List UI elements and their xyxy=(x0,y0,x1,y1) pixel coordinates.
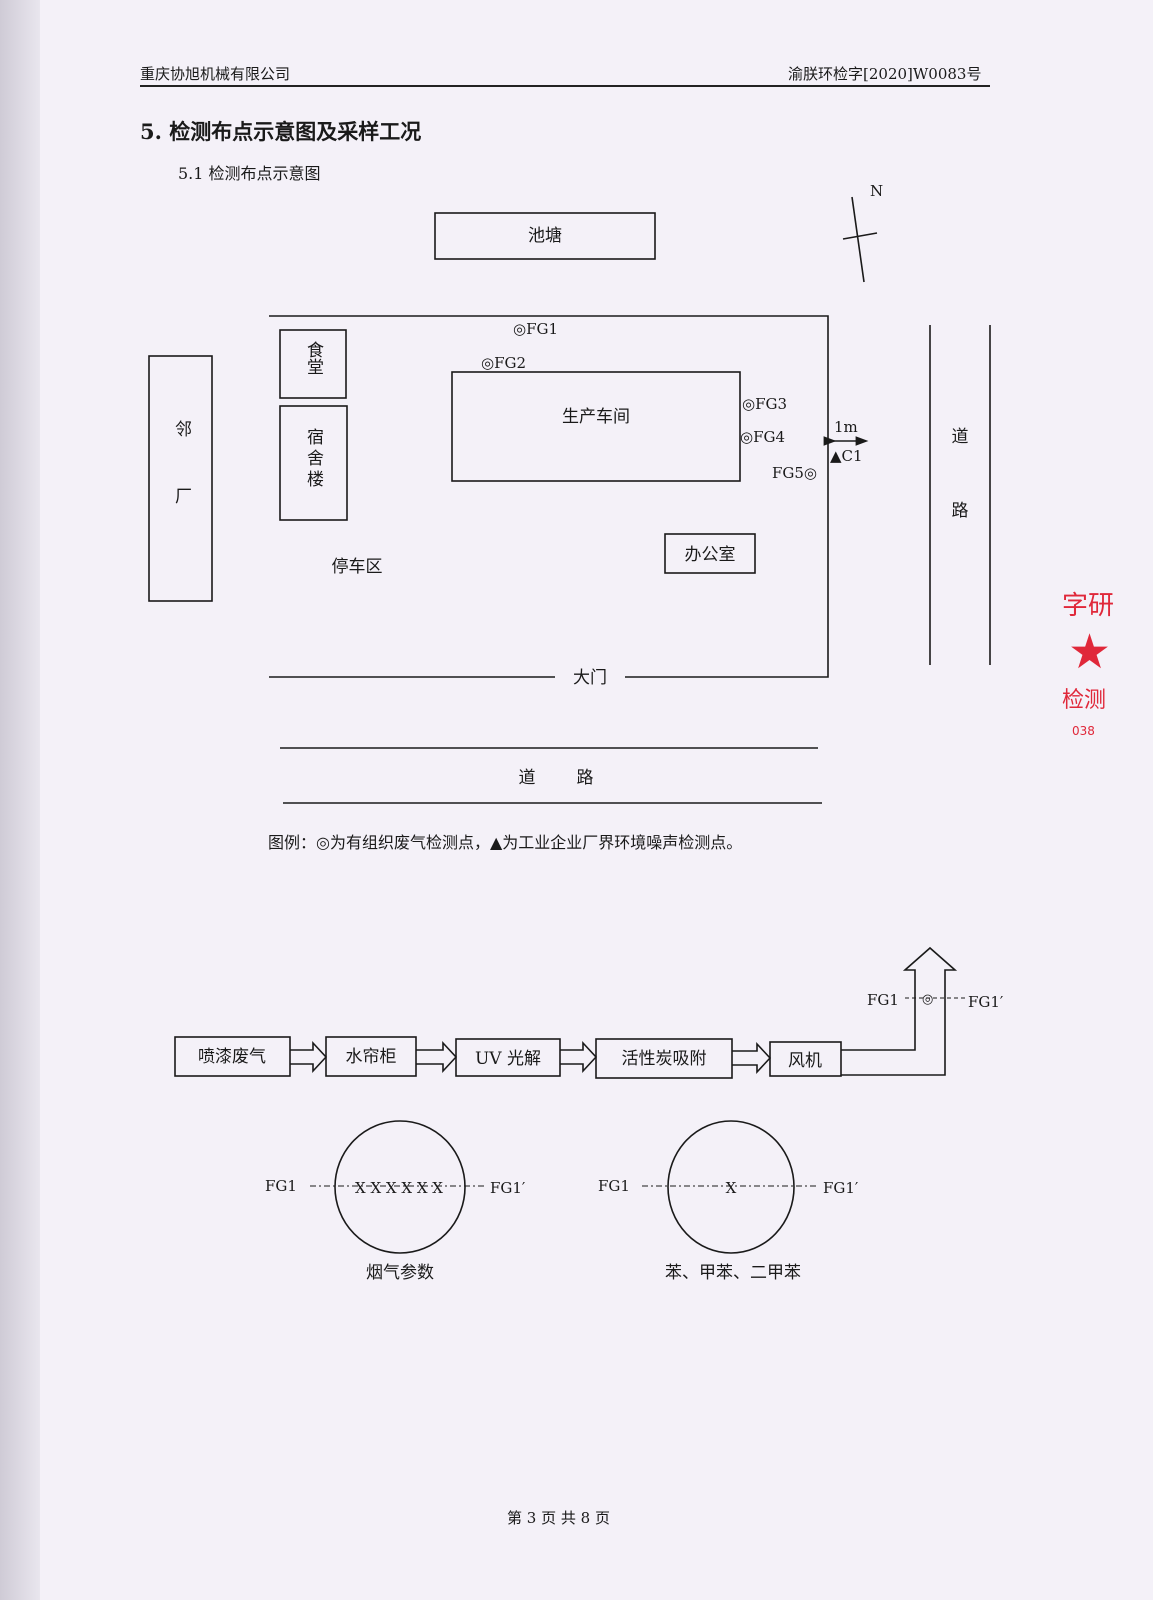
process-box xyxy=(595,1038,733,1079)
stamp-text: 检测 xyxy=(1062,688,1107,713)
neighbor-box xyxy=(148,355,213,602)
scan-binding-edge xyxy=(0,0,40,1600)
point-fg4: ◎FG4 xyxy=(740,428,785,446)
canteen-box xyxy=(279,329,347,399)
section-sample-points: X xyxy=(726,1179,737,1197)
point-fg1: ◎FG1 xyxy=(513,320,558,338)
neighbor-label: 邻厂 xyxy=(171,420,192,554)
section-label: 苯、甲苯、二甲苯 xyxy=(665,1263,801,1283)
step-water-curtain: 水帘柜 xyxy=(346,1047,397,1067)
pond-label: 池塘 xyxy=(528,226,562,246)
outlet-fg1-prime: FG1′ xyxy=(968,993,1004,1011)
header-company: 重庆协旭机械有限公司 xyxy=(140,65,291,83)
north-label: N xyxy=(870,182,883,200)
stamp-code: 038 xyxy=(1072,724,1095,738)
point-fg2: ◎FG2 xyxy=(481,354,526,372)
stack-section-circle xyxy=(667,1120,795,1254)
process-box xyxy=(174,1036,291,1077)
header-report-no: 渝朕环检字[2020]W0083号 xyxy=(788,65,982,83)
office-label: 办公室 xyxy=(685,545,736,565)
point-fg5: FG5◎ xyxy=(772,464,817,482)
pond-box xyxy=(434,212,656,260)
canteen-label: 食堂 xyxy=(303,341,324,375)
road-right-label: 路 xyxy=(952,501,969,521)
stack-section-circle xyxy=(334,1120,466,1254)
outlet-fg1: FG1 xyxy=(867,991,899,1009)
stamp-text: 字研 xyxy=(1062,591,1115,621)
step-uv: UV 光解 xyxy=(475,1049,541,1069)
section-subtitle: 5.1 检测布点示意图 xyxy=(178,164,321,183)
noise-distance-label: 1m xyxy=(834,418,858,436)
page-footer: 第 3 页 共 8 页 xyxy=(507,1509,610,1527)
road-bottom-label: 路 xyxy=(577,768,594,788)
stamp-star-icon: ★ xyxy=(1068,624,1112,680)
noise-point-c1: ▲C1 xyxy=(830,447,863,465)
legend: 图例：◎为有组织废气检测点，▲为工业企业厂界环境噪声检测点。 xyxy=(268,833,742,852)
point-fg3: ◎FG3 xyxy=(742,395,787,413)
section-right-label: FG1′ xyxy=(823,1179,859,1197)
factory-boundary xyxy=(269,315,829,678)
step-spray-exhaust: 喷漆废气 xyxy=(198,1047,266,1067)
dormitory-box xyxy=(279,405,348,521)
step-activated-carbon: 活性炭吸附 xyxy=(622,1049,707,1069)
red-seal-stamp: 字研 ★ 检测 038 xyxy=(1062,585,1122,810)
section-sample-points: X X X X X X xyxy=(355,1179,443,1197)
section-label: 烟气参数 xyxy=(366,1263,434,1283)
step-fan: 风机 xyxy=(788,1051,822,1071)
flow-arrow-icon xyxy=(290,1040,772,1075)
workshop-box xyxy=(451,371,741,482)
section-left-label: FG1 xyxy=(598,1177,630,1195)
workshop-label: 生产车间 xyxy=(562,407,630,427)
road-bottom-label: 道 xyxy=(519,768,536,788)
section-right-label: FG1′ xyxy=(490,1179,526,1197)
parking-label: 停车区 xyxy=(332,557,383,577)
office-box xyxy=(664,533,756,574)
exhaust-stack xyxy=(841,946,958,1076)
section-title: 5. 检测布点示意图及采样工况 xyxy=(140,119,422,144)
road-right-label: 道 xyxy=(952,427,969,447)
north-arrow-icon xyxy=(851,196,865,283)
header-rule xyxy=(140,85,990,87)
outlet-mark-icon: ◎ xyxy=(922,992,933,1007)
dormitory-label: 宿舍楼 xyxy=(303,428,324,491)
gate-label: 大门 xyxy=(573,668,607,688)
section-left-label: FG1 xyxy=(265,1177,297,1195)
